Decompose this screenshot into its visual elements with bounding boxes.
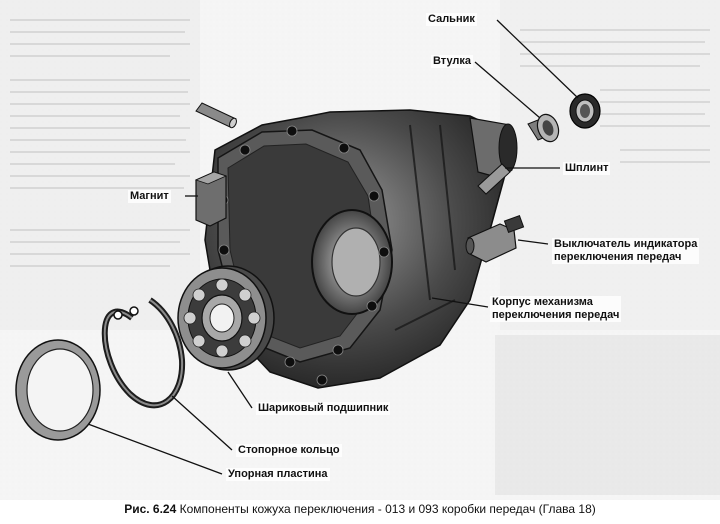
label-shift-housing-line1: Корпус механизма: [492, 296, 593, 308]
thrust-plate: [15, 339, 101, 441]
label-indicator-switch-line1: Выключатель индикатора: [554, 238, 698, 250]
bushing: [527, 113, 560, 143]
indicator-switch: [465, 214, 525, 263]
figure-caption: Рис. 6.24 Компоненты кожуха переключения…: [0, 500, 720, 518]
label-oil-seal: Сальник: [426, 13, 477, 26]
split-pin: [477, 163, 511, 195]
label-bushing: Втулка: [431, 55, 474, 68]
label-ball-bearing: Шариковый подшипник: [256, 402, 391, 415]
label-indicator-switch: Выключатель индикатора переключения пере…: [552, 238, 700, 264]
retaining-ring: [101, 297, 186, 409]
label-shift-housing-line2: переключения передач: [492, 309, 620, 321]
figure-caption-text: Компоненты кожуха переключения - 013 и 0…: [179, 502, 596, 516]
leader-lines: [87, 19, 579, 475]
label-split-pin: Шплинт: [563, 162, 611, 175]
label-magnet: Магнит: [128, 190, 171, 203]
label-retaining-ring: Стопорное кольцо: [236, 444, 342, 457]
dowel-pin: [195, 102, 237, 129]
magnet: [194, 171, 228, 227]
ball-bearing: [177, 265, 275, 371]
oil-seal: [569, 93, 601, 129]
exploded-diagram: [0, 0, 720, 500]
label-shift-housing: Корпус механизма переключения передач: [490, 296, 622, 322]
label-indicator-switch-line2: переключения передач: [554, 251, 682, 263]
label-thrust-plate: Упорная пластина: [226, 468, 330, 481]
figure-number: Рис. 6.24: [124, 502, 177, 516]
